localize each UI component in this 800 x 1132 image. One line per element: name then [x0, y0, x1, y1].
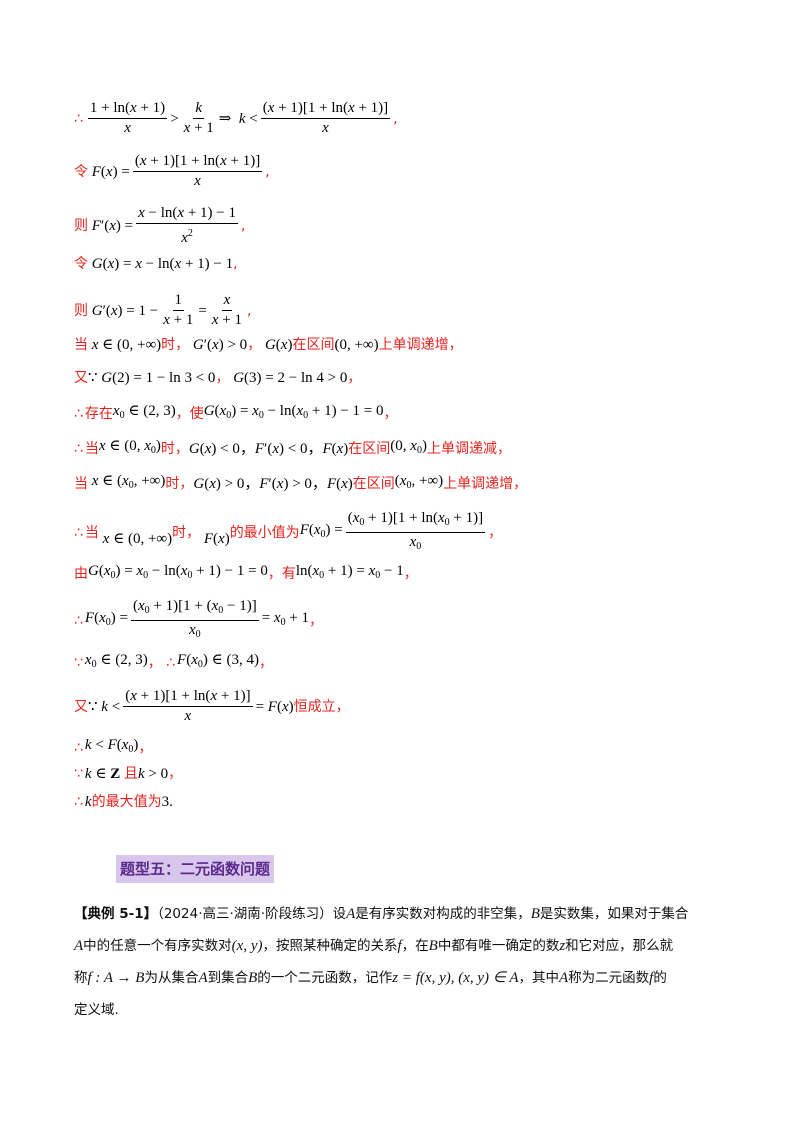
solution-line-18: ∴ k 的最大值为 3 .	[74, 794, 173, 810]
solution-line-6: 当 x ∈ (0, +∞) 时， G′(x) > 0 ， G(x) 在区间 (0…	[74, 337, 463, 353]
example-source: （2024·高三·湖南·阶段练习）	[157, 906, 333, 922]
example-paragraph: 【典例 5-1】（2024·高三·湖南·阶段练习）设A是有序实数对构成的非空集，…	[74, 906, 689, 1018]
therefore-symbol: ∴	[74, 612, 83, 629]
therefore-symbol: ∴	[74, 739, 83, 756]
solution-line-15: 又 ∵ k < (x + 1)[1 + ln(x + 1)]x = F(x) 恒…	[74, 688, 350, 724]
solution-line-7: 又 ∵ G(2) = 1 − ln 3 < 0 ， G(3) = 2 − ln …	[74, 370, 362, 386]
fraction: (x0 + 1)[1 + ln(x0 + 1)]x0	[345, 510, 486, 552]
fraction: 1 + ln(x + 1)x	[87, 100, 168, 136]
fraction: (x0 + 1)[1 + (x0 − 1)]x0	[130, 598, 259, 640]
therefore-symbol: ∴	[74, 405, 83, 422]
example-label: 【典例 5-1】	[74, 906, 158, 922]
section-title: 题型五：二元函数问题	[116, 855, 275, 883]
therefore-symbol: ∴	[74, 110, 83, 127]
solution-line-11: ∴ 当 x ∈ (0, +∞) 时， F(x) 的最小值为 F(x0) = (x…	[74, 510, 502, 555]
solution-line-10: 当 x ∈ (x0, +∞) 时， G(x) > 0，F′(x) > 0，F(x…	[74, 473, 528, 492]
therefore-symbol: ∴	[74, 794, 83, 810]
fraction: (x + 1)[1 + ln(x + 1)]x	[132, 153, 263, 189]
solution-line-2: 令 F(x) = (x + 1)[1 + ln(x + 1)]x ,	[74, 153, 270, 189]
solution-line-12: 由 G(x0) = x0 − ln(x0 + 1) − 1 = 0 ，有 ln(…	[74, 563, 418, 582]
therefore-symbol: ∴	[74, 440, 83, 457]
implies-arrow: ⇒	[218, 110, 232, 127]
solution-line-13: ∴ F(x0) = (x0 + 1)[1 + (x0 − 1)]x0 = x0 …	[74, 598, 323, 643]
because-symbol: ∵	[74, 766, 83, 782]
therefore-symbol: ∴	[74, 524, 83, 541]
solution-line-14: ∵ x0 ∈ (2, 3) ， ∴ F(x0) ∈ (3, 4) ，	[74, 652, 273, 671]
therefore-symbol: ∴	[161, 654, 176, 671]
solution-line-16: ∴ k < F(x0) ，	[74, 737, 153, 756]
because-symbol: ∵	[74, 654, 83, 671]
solution-line-9: ∴ 当 x ∈ (0, x0) 时， G(x) < 0，F′(x) < 0，F(…	[74, 438, 511, 457]
solution-line-8: ∴ 存在 x0 ∈ (2, 3) ，使 G(x0) = x0 − ln(x0 +…	[74, 403, 398, 422]
solution-line-4: 令 G(x) = x − ln(x + 1) − 1 ,	[74, 256, 238, 272]
fraction: (x + 1)[1 + ln(x + 1)]x	[123, 688, 253, 724]
fraction: (x + 1)[1 + ln(x + 1)]x	[260, 100, 391, 136]
solution-line-17: ∵ k ∈ Z 且 k > 0 ，	[74, 766, 183, 782]
